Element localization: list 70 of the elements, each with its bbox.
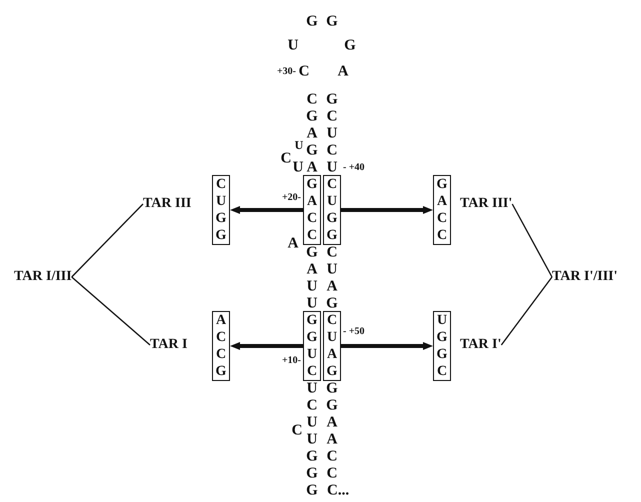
nucleotide-letter: U [306, 381, 318, 396]
nucleotide-letter: A [326, 279, 338, 294]
arrow [341, 206, 433, 214]
position-number: - +40 [343, 162, 365, 172]
nucleotide-letter: U [326, 126, 338, 141]
nucleotide-letter: G [306, 483, 318, 498]
nucleotide-box: U G G C [433, 311, 451, 381]
nucleotide-letter: C [292, 424, 302, 438]
region-label: TAR III' [460, 195, 512, 213]
nucleotide-letter: U [288, 38, 298, 54]
nucleotide-letter: U [292, 160, 304, 175]
nucleotide-letter: U [326, 160, 338, 175]
nucleotide-letter: G [306, 14, 318, 30]
nucleotide-box: C U G G [323, 175, 341, 245]
arrow [341, 342, 433, 350]
region-label: TAR I'/III' [552, 268, 618, 286]
nucleotide-letter: A [306, 160, 318, 175]
nucleotide-letter: A [326, 432, 338, 447]
arrow [230, 206, 303, 214]
position-number: +20- [282, 193, 301, 204]
nucleotide-letter: U [326, 262, 338, 277]
arrow [230, 342, 303, 350]
nucleotide-letter: U [306, 279, 318, 294]
nucleotide-letter: A [338, 64, 348, 80]
nucleotide-letter: C [306, 92, 318, 107]
nucleotide-letter: A [306, 262, 318, 277]
nucleotide-letter: C [298, 64, 310, 80]
nucleotide-letter: G [326, 92, 338, 107]
nucleotide-letter: C [326, 109, 338, 124]
nucleotide-letter: G [326, 381, 338, 396]
nucleotide-letter: U [294, 139, 304, 152]
region-label: TAR I/III [14, 268, 72, 286]
nucleotide-letter: C [326, 449, 338, 464]
nucleotide-letter: G [306, 449, 318, 464]
region-label: TAR III [143, 195, 192, 213]
nucleotide-letter: U [306, 432, 318, 447]
nucleotide-letter: G [306, 143, 318, 158]
connector-line [71, 204, 144, 278]
nucleotide-letter: G [306, 245, 318, 260]
nucleotide-letter: G [306, 466, 318, 481]
nucleotide-box: A C C G [212, 311, 230, 381]
nucleotide-letter: C... [327, 483, 350, 498]
nucleotide-letter: U [306, 415, 318, 430]
nucleotide-letter: C [280, 152, 292, 166]
nucleotide-letter: U [306, 296, 318, 311]
nucleotide-letter: G [344, 38, 356, 54]
nucleotide-letter: C [326, 245, 338, 260]
nucleotide-box: C U A G [323, 311, 341, 381]
position-number: +10- [282, 356, 301, 366]
region-label: TAR I [150, 336, 188, 354]
nucleotide-box: G A C C [303, 175, 321, 245]
region-label: TAR I' [460, 336, 502, 354]
nucleotide-letter: G [306, 109, 318, 124]
nucleotide-letter: A [326, 415, 338, 430]
nucleotide-letter: G [326, 398, 338, 413]
connector-line [500, 276, 553, 346]
nucleotide-letter: C [326, 143, 338, 158]
nucleotide-letter: C [326, 466, 338, 481]
nucleotide-letter: G [326, 14, 338, 30]
nucleotide-letter: A [306, 126, 318, 141]
position-number: +30- [276, 67, 296, 77]
connector-line [512, 204, 553, 278]
connector-line [71, 276, 150, 346]
nucleotide-box: G A C C [433, 175, 451, 245]
nucleotide-box: C U G G [212, 175, 230, 245]
nucleotide-letter: G [326, 296, 338, 311]
nucleotide-letter: C [306, 398, 318, 413]
nucleotide-box: G G U C [303, 311, 321, 381]
nucleotide-letter: A [288, 236, 298, 252]
position-number: - +50 [343, 327, 365, 338]
